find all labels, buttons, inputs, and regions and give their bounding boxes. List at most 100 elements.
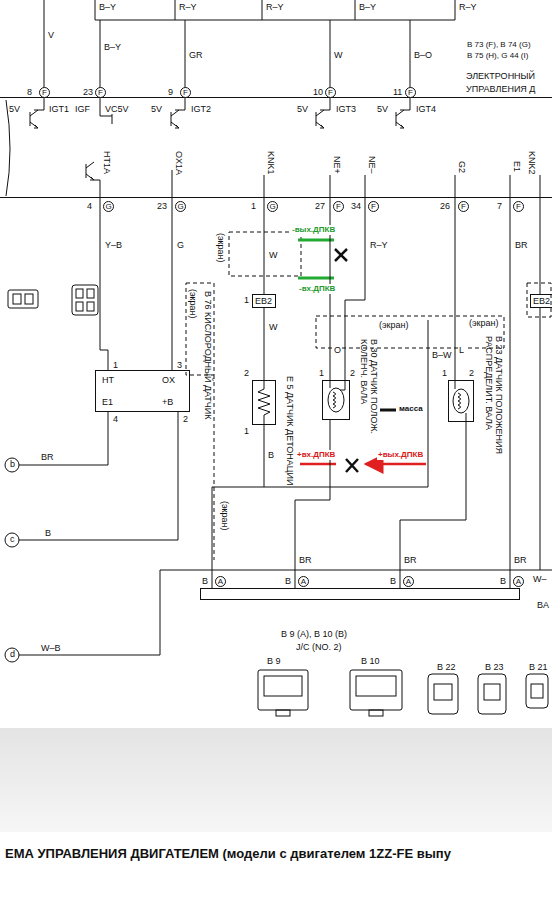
wire-label: 5V [376,104,389,114]
pin-letter: G [103,201,114,212]
wire-label: BR [403,555,418,565]
schematic-rect [13,294,21,304]
schematic-use [396,110,404,128]
signal-name: OX1A [174,150,184,176]
wire-label: 1 [441,368,448,378]
pin-letter: F [368,201,379,212]
wire-label: BR [514,240,529,250]
wire-label: b [9,459,16,469]
wire-label: 2 [349,368,356,378]
wire-label: R–Y [458,2,478,12]
wire-label: W [333,50,344,60]
pin-letter: A [403,576,414,587]
wire-label: 1 [243,426,250,436]
oxygen-sensor-box: B 76 КИСЛОРОДНЫЙ ДАТЧИКHTOXE1+B [95,370,190,412]
wire-label: B [201,576,209,586]
wire-label: IGF [74,104,91,114]
wire-label: 23 [82,87,94,97]
pin-letter: F [95,87,106,98]
wire-label: W [268,322,279,332]
wire-label: IGT3 [335,104,357,114]
schematic-use [316,110,324,128]
schematic-rect [229,232,301,276]
wire-label: 4 [112,414,119,424]
pin-letter: F [513,201,524,212]
node-text: E1 [102,397,113,407]
schematic-path [94,170,540,198]
schematic-path [34,97,410,116]
node-heading: B 30 ДАТЧИК ПОЛОЖ. КОЛЕНЧ. ВАЛА [359,339,379,434]
node-text: EB2 [255,296,272,306]
wire-label: B 22 [436,662,457,672]
annotation-text: -вых.ДПКВ [291,225,336,235]
pin-letter: A [513,576,524,587]
schematic-rect [8,290,38,308]
wire-label: 2 [182,414,189,424]
wire-label: B 21 [528,662,549,672]
pin-letter: F [405,87,416,98]
pin-letter: F [458,201,469,212]
wire-label: 5V [150,104,163,114]
wire [172,198,173,370]
schematic-path [6,100,10,196]
wire [510,198,511,588]
wire-label: 11 [392,87,403,97]
wire-label: масса [398,404,424,414]
schematic-ellipse [328,388,344,412]
wire-label: d [9,649,16,659]
wire-label: (экран) [378,320,410,330]
wire-label: 7 [496,201,503,211]
wire-label: R–Y [265,2,285,12]
schematic-circle [5,458,19,472]
schematic-rect [0,728,552,832]
wire-label: 4 [86,201,93,211]
wire-label: IGT1 [48,104,70,114]
wire-label: IGT4 [415,104,437,114]
pin-letter: F [180,87,191,98]
pin-letter: G [175,201,186,212]
signal-name: (экран) [216,232,226,264]
schematic-rect [87,289,94,298]
wire [400,422,466,588]
signal-name: NE– [367,155,377,175]
wire-label: 9 [167,87,174,97]
wire [212,425,264,588]
signal-name: NE+ [332,155,342,175]
wire-label: W [268,250,279,260]
wire-label: 1 [318,368,325,378]
wire-label: 26 [439,201,451,211]
diagram-title: ЕМА УПРАВЛЕНИЯ ДВИГАТЕЛЕМ (модели с двиг… [4,846,452,861]
wire-label: B 10 [360,656,381,666]
node-text: EB2 [533,296,550,306]
schematic-rect [478,674,506,714]
schematic-rect [369,710,383,716]
wire-label: BR [40,452,55,462]
wire-label: O [333,345,342,355]
wire-label: BR [298,555,313,565]
wire-label: 34 [350,201,362,211]
schematic-ellipse [453,389,469,413]
wire [295,420,330,588]
schematic-rect [258,670,308,710]
node-heading: ЭЛЕКТРОННЫЙ [466,71,535,81]
wire-label: 1 [112,360,119,370]
node-text: OX [162,375,175,385]
wire-label: B [44,528,52,538]
signal-name: (экран) [188,288,198,320]
node-heading: J/C (NO. 2) [296,642,342,652]
schematic-rect [531,684,543,698]
node-text: HT [102,375,114,385]
pin-letter: F [325,87,336,98]
schematic-rect [76,289,83,298]
wire-label: W–B [40,643,62,653]
schematic-rect [72,285,98,315]
crank-sensor-box: B 30 ДАТЧИК ПОЛОЖ. КОЛЕНЧ. ВАЛА [322,380,350,420]
signal-name: E1 [512,160,522,173]
wire-label: 2 [243,368,250,378]
signal-name: G2 [457,160,467,174]
wire-label: BA [536,600,550,610]
schematic-circle [5,533,19,547]
wire-label: B [267,450,275,460]
pin-letter: A [215,576,226,587]
